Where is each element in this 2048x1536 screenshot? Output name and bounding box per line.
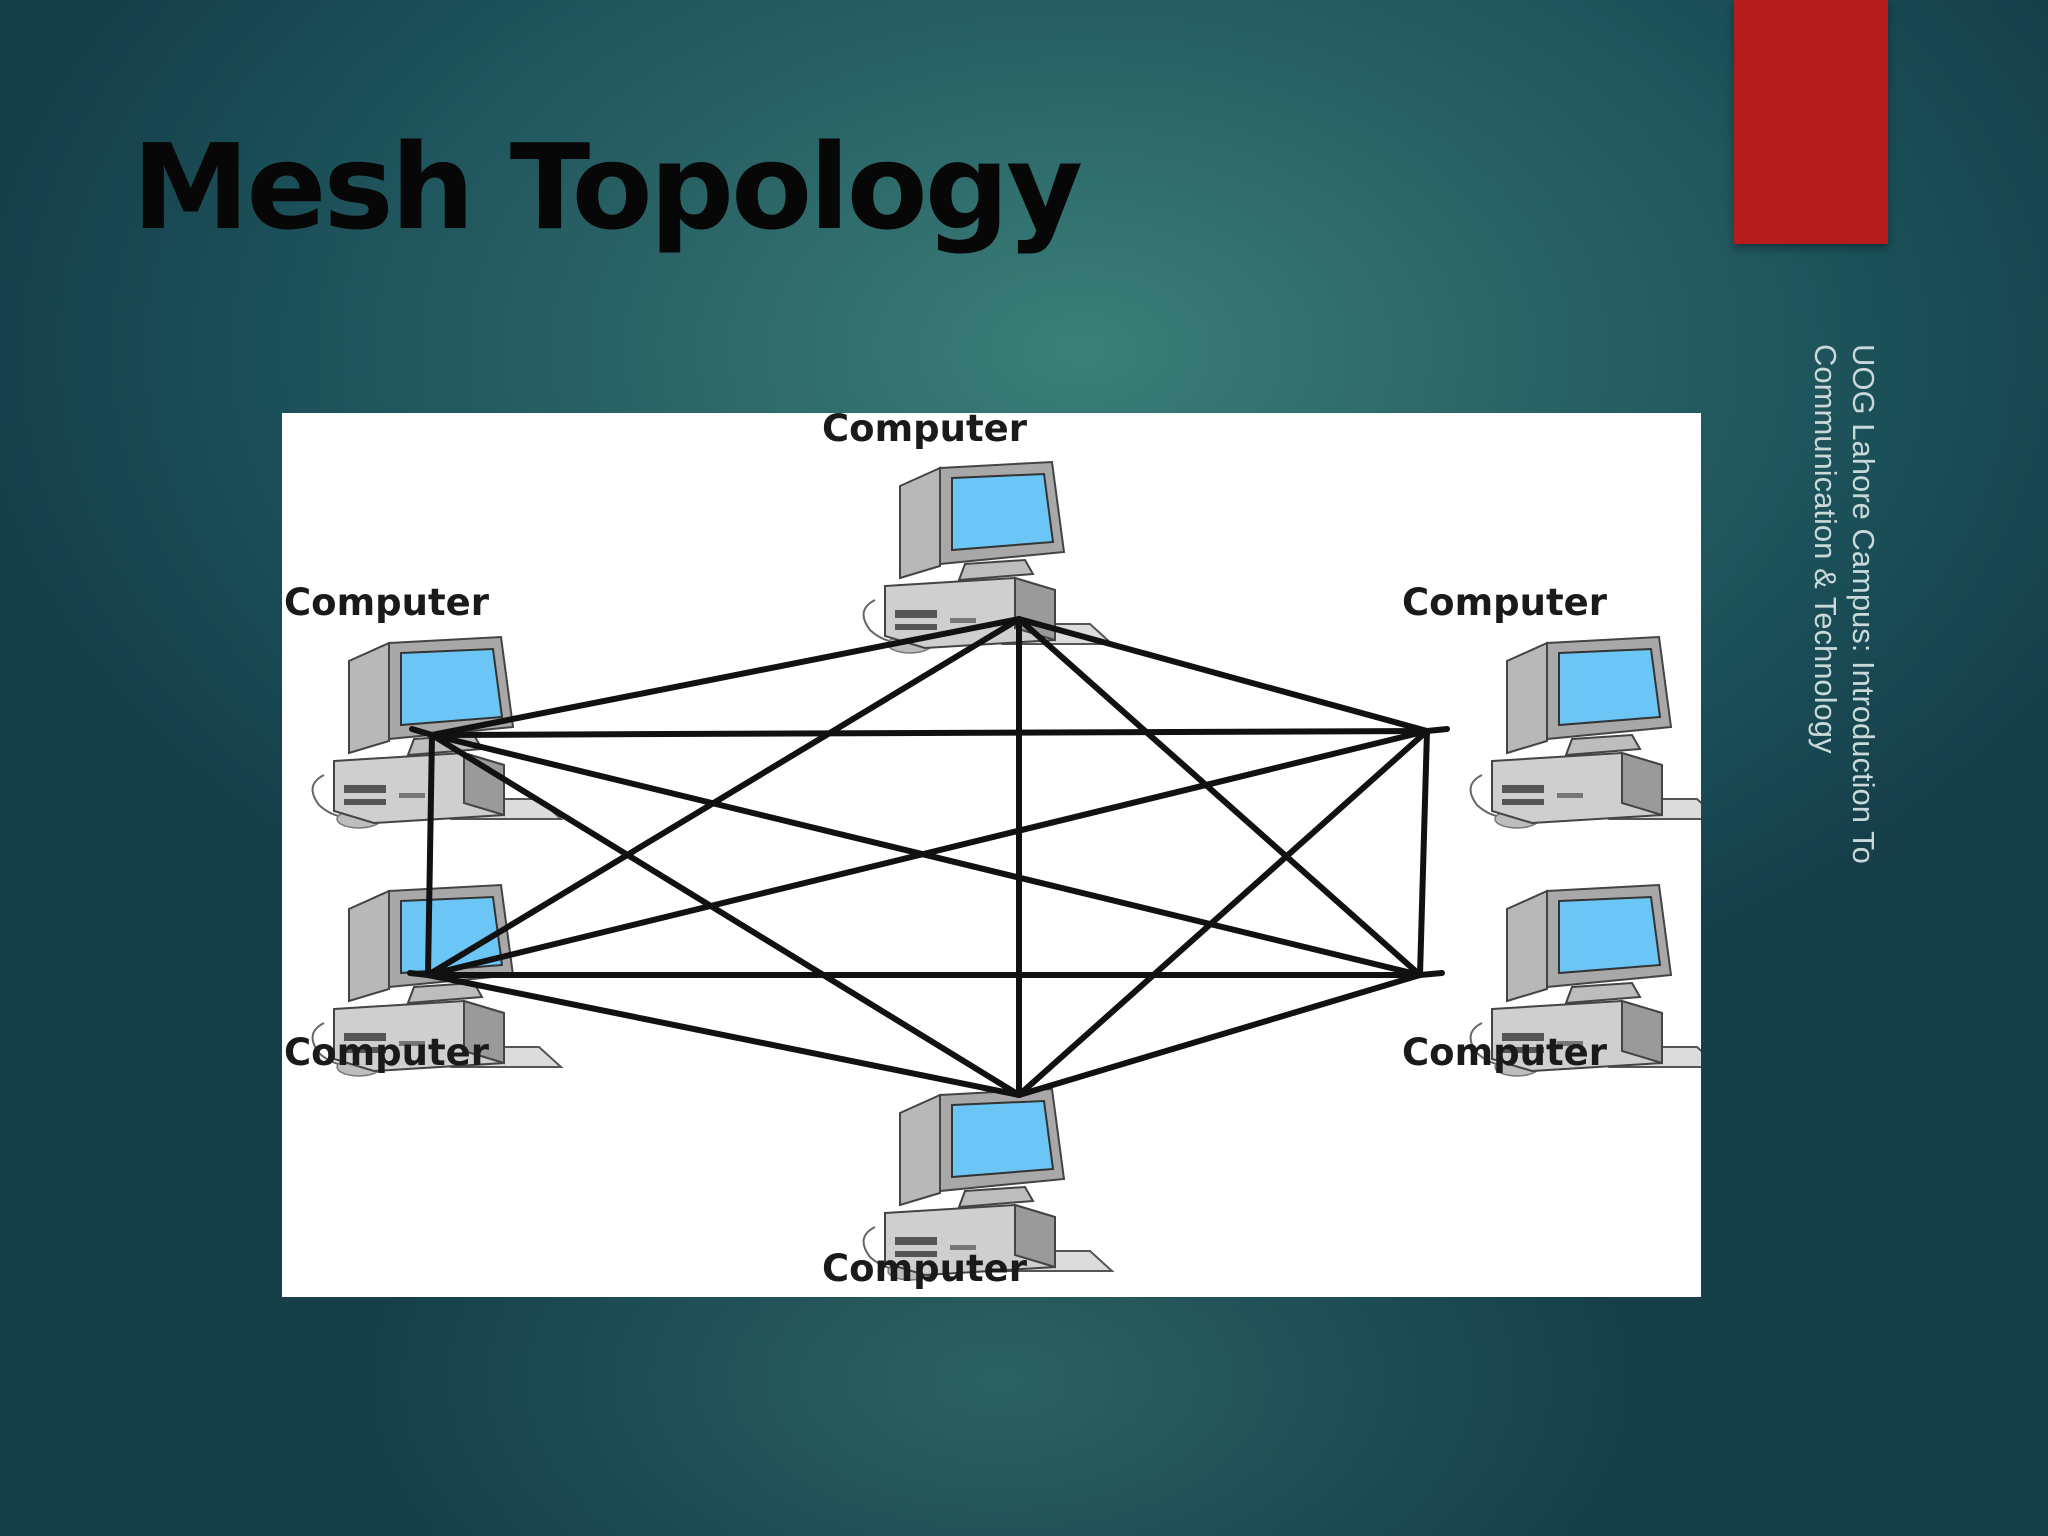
node-label-upper-left: Computer xyxy=(284,581,489,624)
mesh-links xyxy=(407,414,1450,1098)
link-upper-left-upper-right xyxy=(429,728,1430,738)
node-label-lower-left: Computer xyxy=(284,1031,489,1074)
node-label-lower-right: Computer xyxy=(1402,1031,1607,1074)
node-label-bottom: Computer xyxy=(822,1247,1027,1290)
node-label-upper-right: Computer xyxy=(1402,581,1607,624)
slide-title: Mesh Topology xyxy=(132,118,1083,256)
footer-line-2: Communication & Technology xyxy=(1808,344,1843,754)
stub-lower-right xyxy=(1417,970,1445,978)
link-upper-left-lower-left xyxy=(425,732,435,978)
node-label-top: Computer xyxy=(822,407,1027,450)
stub-lower-left xyxy=(407,970,431,978)
mesh-diagram-svg xyxy=(311,414,1701,1281)
computer-upper-right-icon xyxy=(1469,636,1701,829)
link-lower-right-bottom xyxy=(1016,972,1423,1098)
link-upper-right-bottom xyxy=(1016,728,1430,1098)
link-top-to-stem xyxy=(815,414,817,570)
stub-upper-right xyxy=(1424,726,1450,734)
link-top-lower-right xyxy=(1016,616,1423,978)
link-upper-right-lower-right xyxy=(1417,728,1430,978)
link-top-upper-right xyxy=(1016,616,1430,734)
accent-bar xyxy=(1734,0,1888,244)
stub-upper-left xyxy=(409,726,435,738)
link-upper-left-bottom xyxy=(429,732,1022,1098)
link-top-upper-left xyxy=(429,616,1022,738)
link-lower-left-bottom xyxy=(425,972,1022,1098)
link-top-lower-left xyxy=(425,616,1022,978)
footer-line-1: UOG Lahore Campus: Introduction To xyxy=(1846,344,1881,864)
slide-footer: UOG Lahore Campus: Introduction To Commu… xyxy=(1806,344,1882,944)
mesh-diagram: Computer Computer Computer Computer Comp… xyxy=(282,407,1701,1297)
link-upper-right-lower-left xyxy=(425,728,1430,978)
